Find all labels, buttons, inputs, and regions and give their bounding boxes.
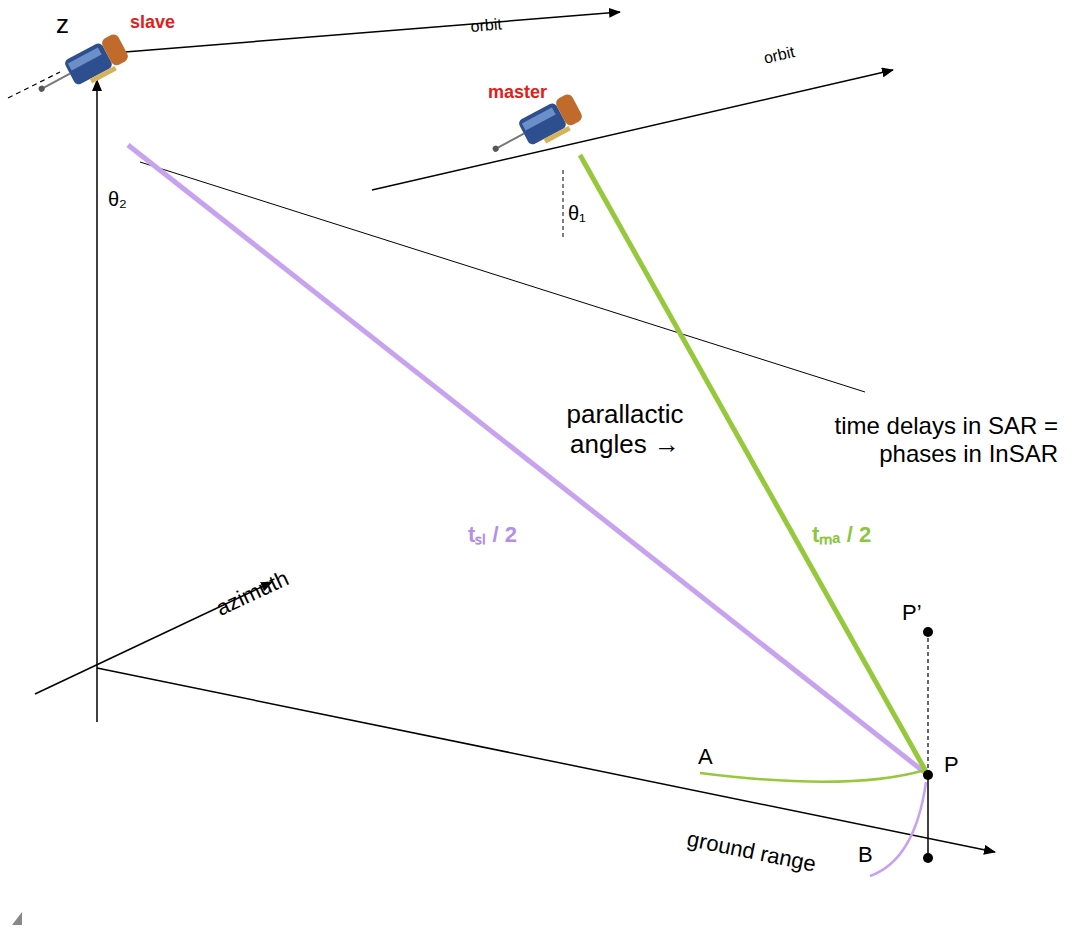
slave-orbit xyxy=(125,12,620,52)
axis-label: ground range xyxy=(685,826,818,877)
ground-point xyxy=(923,853,933,863)
point-p xyxy=(923,770,933,780)
point-label: P xyxy=(944,752,959,777)
orbit-label: orbit xyxy=(762,43,796,68)
orbit-label: orbit xyxy=(470,16,502,37)
point-label: P’ xyxy=(902,600,922,625)
nadir-line xyxy=(563,170,564,238)
range-label: tₛₗ / 2 xyxy=(468,522,517,547)
point-label: A xyxy=(698,744,713,769)
p-vertical xyxy=(927,775,929,858)
master-satellite xyxy=(486,92,586,167)
point-p-prime xyxy=(923,627,933,637)
point-label: B xyxy=(858,842,873,867)
ground-range-axis xyxy=(97,668,995,852)
angle-label: θ₂ xyxy=(108,188,127,211)
corner-mark xyxy=(12,912,22,925)
range-label: tₘₐ / 2 xyxy=(812,522,871,547)
slave-range-line xyxy=(128,145,928,775)
master-orbit xyxy=(372,70,893,190)
master-range-arc xyxy=(700,770,925,782)
angle-label: θ₁ xyxy=(568,202,586,225)
z-axis xyxy=(96,80,98,722)
annotation: time delays in SAR = phases in InSAR xyxy=(772,412,1058,467)
slave-range-arc xyxy=(870,782,926,876)
master-range-line xyxy=(580,155,928,775)
axis-label: z xyxy=(56,10,69,40)
annotation: parallactic angles → xyxy=(545,400,705,460)
orbit-tail xyxy=(8,72,60,98)
slave-satellite xyxy=(32,32,132,107)
reference-line xyxy=(140,162,865,392)
axis-label: azimuth xyxy=(212,565,293,620)
satellite-label: slave xyxy=(130,12,175,33)
p-prime-dashed xyxy=(927,632,928,775)
satellite-label: master xyxy=(488,82,547,103)
